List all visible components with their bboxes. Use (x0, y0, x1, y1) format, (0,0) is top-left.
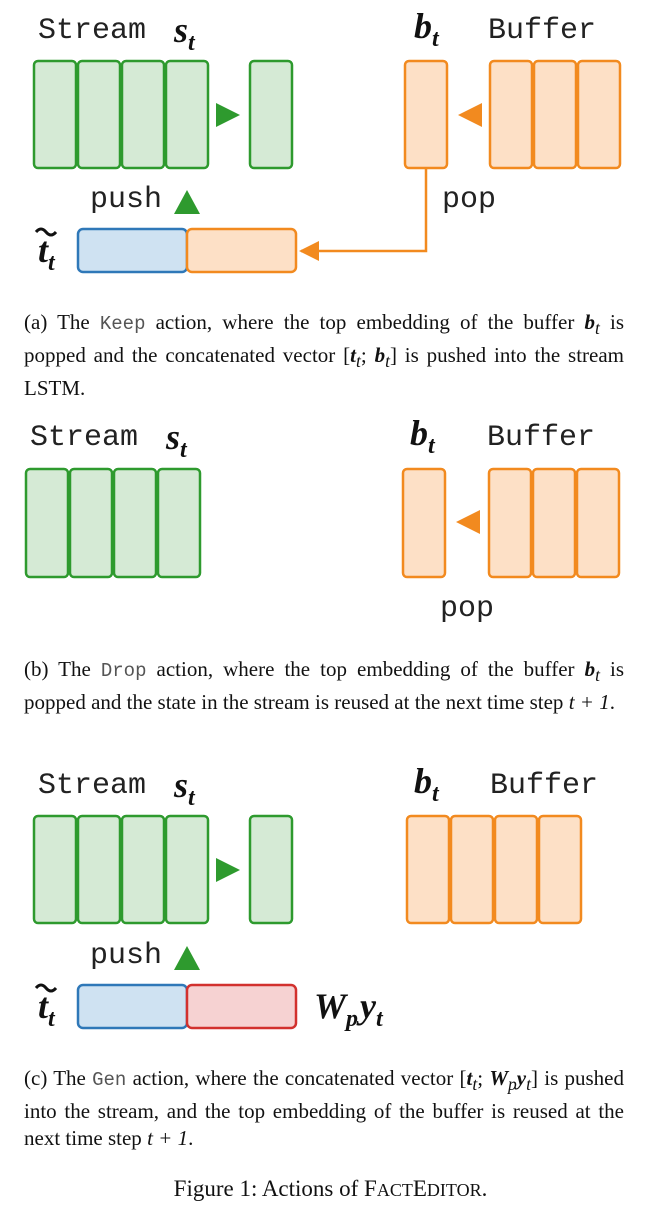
figure-caption: Figure 1: Actions of FACTEDITOR. (173, 1176, 488, 1201)
token-embedding-block (76, 227, 189, 274)
panel-a: Stream st bt Buffer push pop tt (32, 6, 622, 276)
stream-cell (24, 467, 70, 579)
stream-cell (164, 814, 210, 925)
buffer-cell (487, 467, 533, 579)
stream-label: Stream (38, 14, 146, 48)
stream-cell (164, 59, 210, 170)
pop-label: pop (440, 592, 494, 626)
stream-cell (76, 814, 122, 925)
buffer-cell (576, 59, 622, 170)
stream-cell (32, 814, 78, 925)
panel-b: Stream st bt Buffer pop (24, 413, 621, 626)
stream-cell (32, 59, 78, 170)
token-embedding-block (76, 983, 189, 1030)
svg-text:tt: tt (38, 986, 56, 1032)
buffer-cell (537, 814, 583, 925)
stream-state-symbol: st (173, 765, 196, 811)
buffer-top-symbol: bt (410, 413, 436, 459)
pop-to-concat-connector (299, 168, 428, 261)
stream-advance-arrow (216, 858, 240, 882)
stream-label: Stream (38, 769, 146, 803)
buffer-pop-arrow (456, 510, 480, 534)
buffer-cell (488, 59, 534, 170)
stream-state-symbol: st (165, 417, 188, 463)
buffer-label: Buffer (488, 14, 596, 48)
buffer-cell (449, 814, 495, 925)
buffer-top-cell (403, 59, 449, 170)
push-arrow (174, 946, 200, 970)
buffer-cell (532, 59, 578, 170)
push-label: push (90, 183, 162, 217)
push-label: push (90, 939, 162, 973)
buffer-label: Buffer (490, 769, 598, 803)
push-arrow (174, 190, 200, 214)
caption-a: (a) The Keep action, where the top embed… (24, 310, 625, 401)
buffer-cell (531, 467, 577, 579)
stream-cell (156, 467, 202, 579)
generated-embedding-block (185, 983, 298, 1030)
stream-advance-arrow (216, 103, 240, 127)
tilde-t-symbol: tt (34, 983, 58, 1032)
svg-text:tt: tt (38, 230, 56, 276)
stream-label: Stream (30, 421, 138, 455)
stream-new-cell (248, 814, 294, 925)
stream-cell (120, 814, 166, 925)
buffer-cell (493, 814, 539, 925)
buffer-top-symbol: bt (414, 761, 440, 807)
stream-new-cell (248, 59, 294, 170)
wp-yt-symbol: Wpyt (314, 986, 384, 1032)
caption-b: (b) The Drop action, where the top embed… (24, 657, 625, 715)
stream-cell (120, 59, 166, 170)
buffer-embedding-block (185, 227, 298, 274)
buffer-cell (405, 814, 451, 925)
tilde-t-symbol: tt (34, 227, 58, 276)
stream-cell (112, 467, 158, 579)
buffer-top-symbol: bt (414, 6, 440, 52)
buffer-label: Buffer (487, 421, 595, 455)
stream-state-symbol: st (173, 10, 196, 56)
caption-c: (c) The Gen action, where the concatenat… (24, 1066, 624, 1151)
panel-c: Stream st bt Buffer push tt Wpyt (32, 761, 598, 1032)
pop-label: pop (442, 183, 496, 217)
stream-cell (76, 59, 122, 170)
buffer-cell (575, 467, 621, 579)
stream-cell (68, 467, 114, 579)
buffer-top-cell (401, 467, 447, 579)
buffer-pop-arrow (458, 103, 482, 127)
